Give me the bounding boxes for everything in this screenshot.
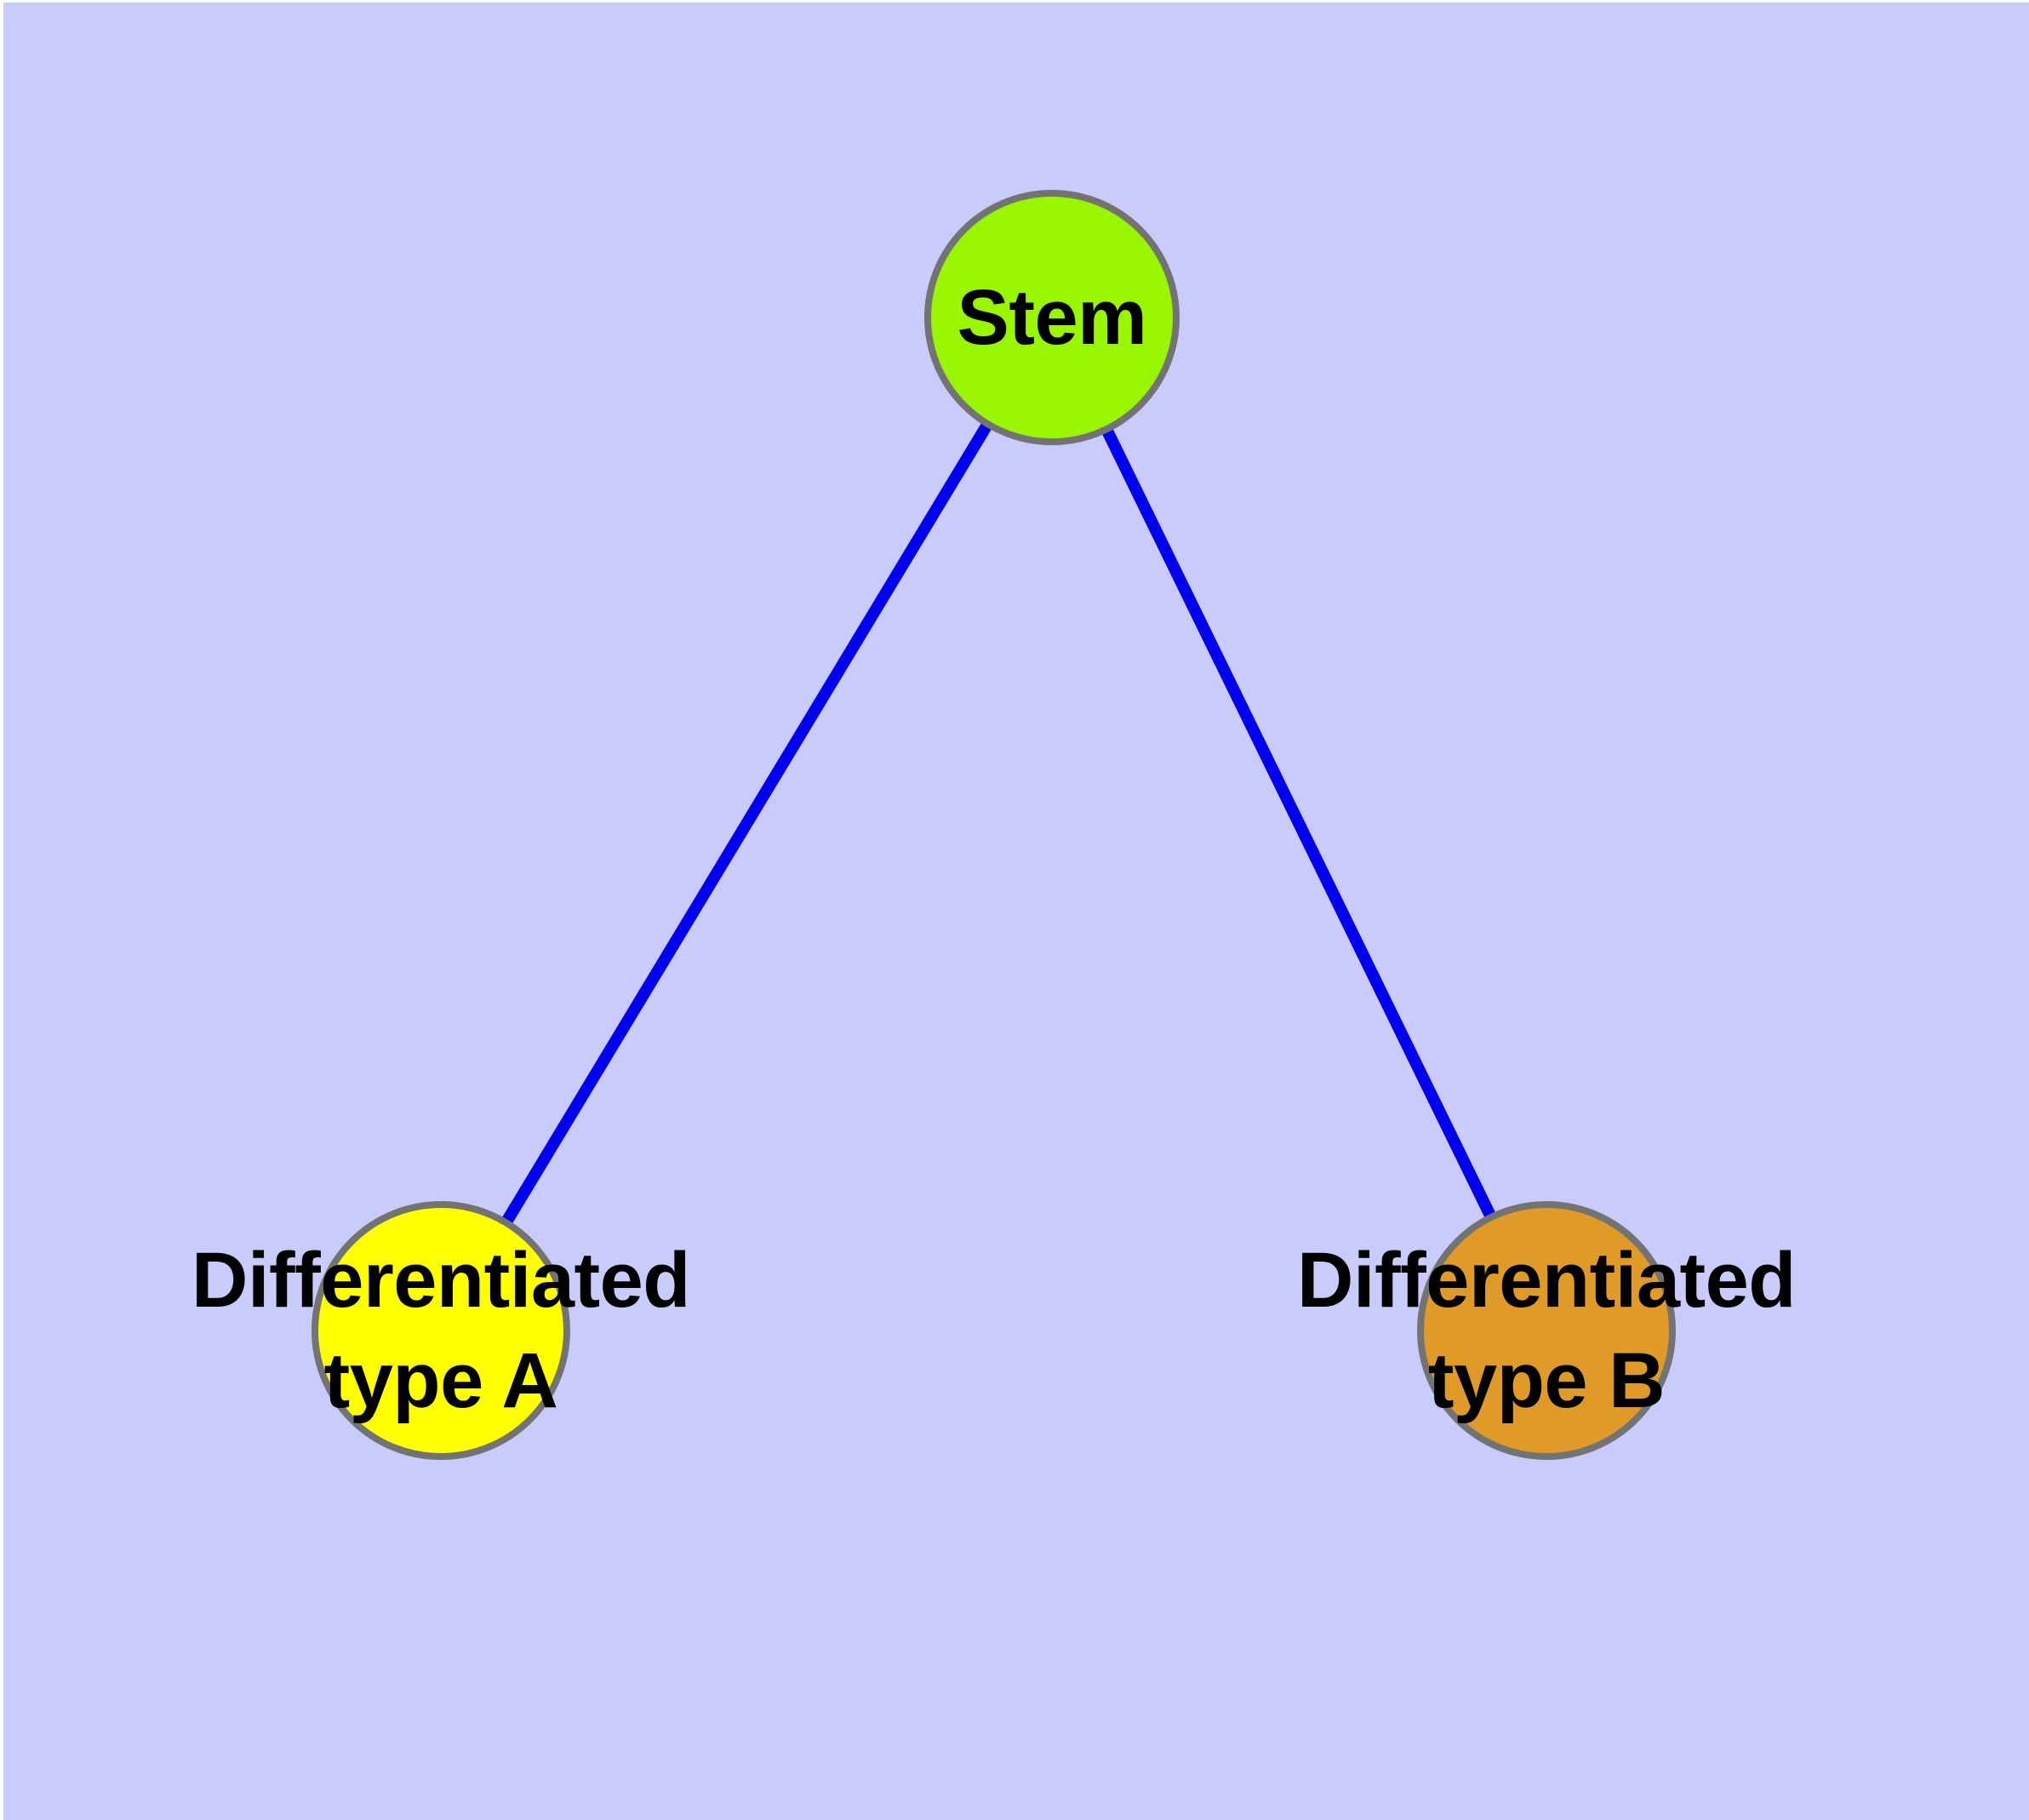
graph-node-stem[interactable] bbox=[924, 190, 1180, 445]
edges-layer bbox=[500, 419, 1498, 1228]
graph-node-diff-a[interactable] bbox=[311, 1201, 570, 1460]
graph-edge-stem-to-diff-b bbox=[1100, 425, 1498, 1222]
nodes-layer bbox=[311, 190, 1676, 1460]
graph-edge-stem-to-diff-a bbox=[500, 419, 994, 1228]
graph-node-diff-b[interactable] bbox=[1417, 1201, 1676, 1460]
